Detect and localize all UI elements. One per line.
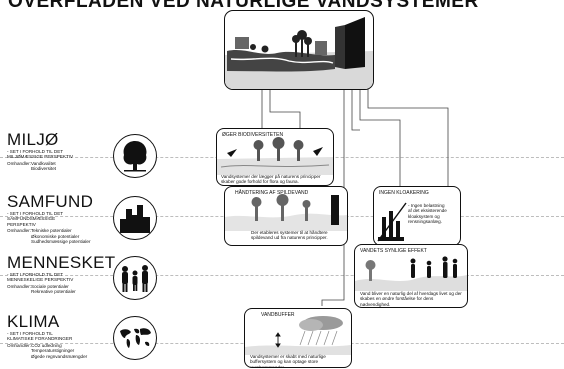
tree-icon: [113, 134, 157, 178]
box-no-sewer: INGEN KLOAKERING - Ingen belastning af d…: [373, 186, 461, 246]
landscape-illustration: [224, 10, 374, 90]
category-miljo: MILJØ - SET I FORHOLD TIL DET MILJØMÆSSI…: [7, 131, 112, 172]
category-subtitle: - SET I FORHOLD TIL DET SAMFUNDSMÆSSIGE …: [7, 211, 63, 227]
topic: Sociale potentialer: [31, 283, 69, 289]
desc-line: af det eksisterende: [408, 208, 447, 214]
box-water-buffer: VANDBUFFER Vandsystemer er skabt med nat…: [244, 308, 352, 368]
topic: Biodiversitet: [31, 166, 57, 172]
box-description: - Ingen belastning af det eksisterende k…: [408, 203, 460, 225]
category-mennesket: MENNESKET - SET I FORHOLD TIL DET MENNES…: [7, 253, 116, 295]
desc-line: rensningsanlæg.: [408, 219, 442, 225]
category-klima: KLIMA - SET I FORHOLD TIL KLIMATISKE FOR…: [7, 313, 112, 359]
category-samfund: SAMFUND - SET I FORHOLD TIL DET SAMFUNDS…: [7, 193, 112, 244]
box-title: HÅNDTERING AF SPILDEVAND: [235, 190, 309, 196]
topic: Vandkvalitet: [31, 160, 56, 166]
people-icon: [113, 256, 157, 300]
category-title: MENNESKET: [7, 253, 116, 272]
category-title: MILJØ: [7, 130, 59, 149]
topics-label: Omhandler:: [7, 283, 32, 289]
topics-label: Omhandler:: [7, 342, 32, 348]
box-wastewater: HÅNDTERING AF SPILDEVAND Der etableres s…: [224, 186, 348, 246]
box-title: INGEN KLOAKERING: [379, 190, 429, 196]
category-subtitle: - SET I FORHOLD TIL DET MENNESKELIGE PER…: [7, 272, 74, 283]
topic: Øgede regnvandsmængder: [31, 353, 88, 359]
category-title: SAMFUND: [7, 192, 94, 211]
desc-line: kloaksystem og: [408, 213, 440, 219]
box-description: Vandsystemer der lægger på naturens prin…: [221, 174, 321, 185]
desc-line: - Ingen belastning: [408, 203, 445, 208]
topic: CO2 udledning: [31, 342, 62, 348]
box-title: VANDETS SYNLIGE EFFEKT: [360, 248, 427, 254]
topic: Rekreative potentialer: [31, 289, 76, 295]
category-subtitle: - SET I FORHOLD TIL DET MILJØMÆSSIGE PER…: [7, 149, 74, 160]
topic: Økonomiske potentialer: [31, 233, 80, 239]
topic: Tekniske potentialer: [31, 228, 72, 234]
box-visible-effect: VANDETS SYNLIGE EFFEKT Vand bliver en na…: [354, 244, 468, 308]
box-title: ØGER BIODIVERSITETEN: [222, 132, 284, 138]
world-map-icon: [113, 316, 157, 360]
box-title: VANDBUFFER: [261, 312, 295, 318]
box-description: Der etableres systemer til at håndtere s…: [251, 230, 328, 241]
topics-label: Omhandler:: [7, 228, 32, 234]
box-biodiversity: ØGER BIODIVERSITETEN Vandsystemer der læ…: [216, 128, 334, 186]
divider-line: [0, 275, 564, 276]
category-subtitle: - SET I FORHOLD TIL KLIMATISKE FORANDRIN…: [7, 331, 73, 342]
city-skyline-icon: [113, 196, 157, 240]
topics-label: Omhandler:: [7, 160, 32, 166]
category-title: KLIMA: [7, 312, 60, 331]
topic: Temperaturstigninger: [31, 348, 75, 354]
topic: Sudhedsmæssige potentialer: [31, 239, 91, 245]
box-description: Vand bliver en naturlig del af hverdags …: [360, 291, 462, 307]
diagram-title: OVERFLADEN VED NATURLIGE VANDSYSTEMER: [8, 0, 479, 12]
box-description: Vandsystemer er skabt med naturlige buff…: [250, 354, 326, 368]
